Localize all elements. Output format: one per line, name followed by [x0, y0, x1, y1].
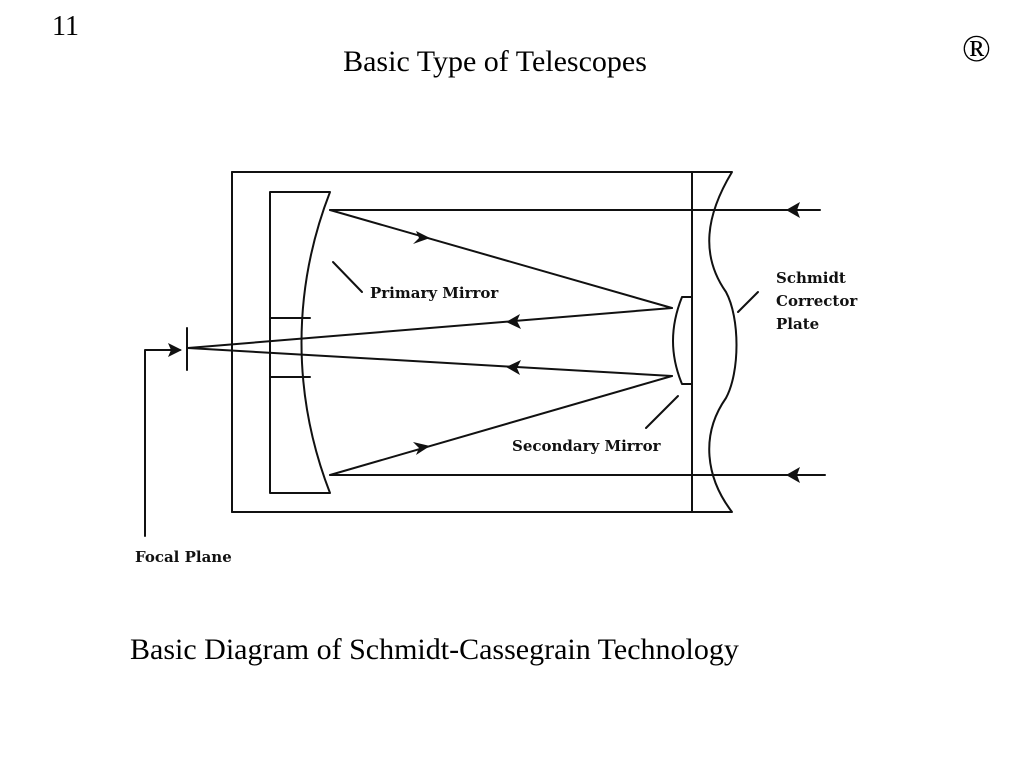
arrowhead-incoming-top: [786, 202, 800, 218]
label-secondary-mirror: Secondary Mirror: [512, 437, 662, 455]
ray-secondary-to-focus-top: [187, 307, 673, 349]
arrowhead-to-secondary-top: [413, 231, 430, 244]
corrector-plate-shape: [691, 171, 738, 513]
label-corrector-line3: Plate: [776, 315, 819, 333]
label-focal-plane: Focal Plane: [135, 548, 232, 566]
arrowhead-to-secondary-bottom: [413, 442, 430, 455]
slide-title: Basic Type of Telescopes: [343, 45, 647, 78]
registered-mark: ®: [962, 28, 991, 70]
primary-mirror-pointer: [332, 261, 363, 293]
arrowhead-to-focus-top: [506, 314, 521, 329]
secondary-mirror-shape: [672, 296, 693, 385]
label-corrector-line2: Corrector: [776, 292, 858, 310]
ray-primary-to-secondary-bottom: [329, 375, 673, 476]
diagram-caption: Basic Diagram of Schmidt-Cassegrain Tech…: [130, 633, 739, 666]
focal-plane-leader: [144, 349, 181, 537]
label-corrector-line1: Schmidt: [776, 269, 846, 287]
corrector-plate-pointer: [737, 291, 759, 313]
ray-primary-to-secondary-top: [329, 209, 673, 309]
ray-secondary-to-focus-bottom: [187, 347, 673, 377]
arrowhead-focal-plane: [168, 343, 182, 357]
arrowhead-incoming-bottom: [786, 467, 800, 483]
slide-number: 11: [52, 11, 79, 42]
primary-mirror-shape: [269, 191, 331, 494]
label-primary-mirror: Primary Mirror: [370, 284, 499, 302]
secondary-mirror-pointer: [645, 395, 679, 429]
arrowhead-to-focus-bottom: [506, 360, 521, 375]
